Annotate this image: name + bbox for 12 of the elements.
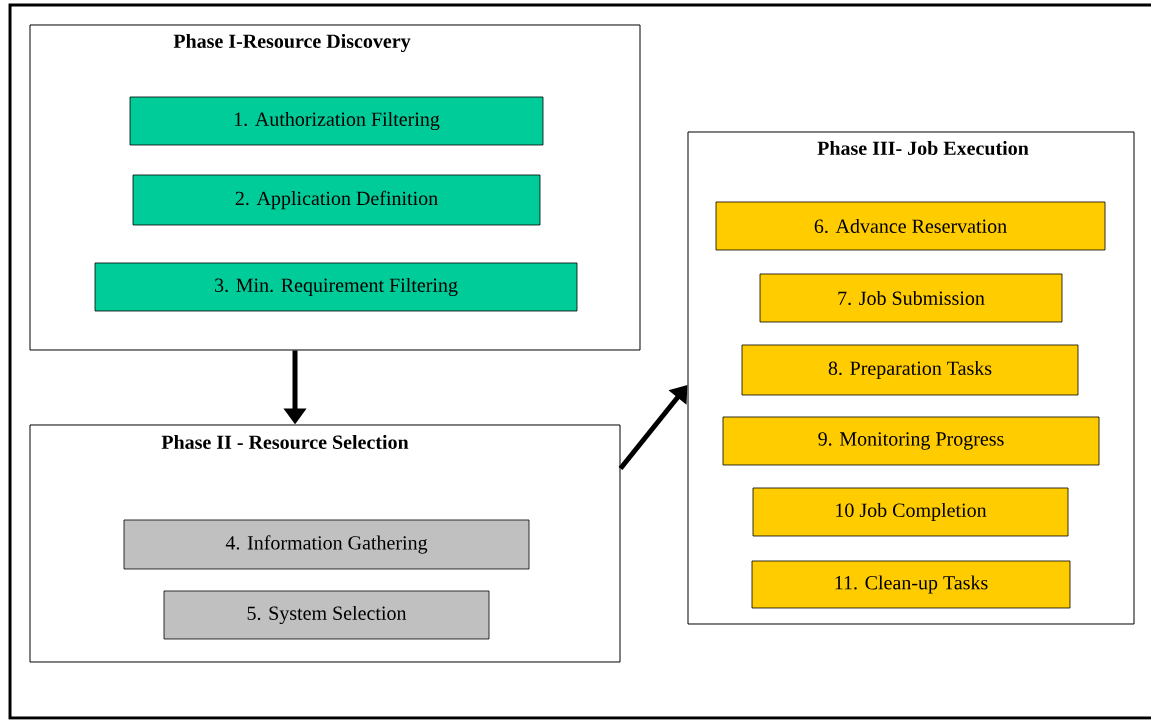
- step-box: 3. Min. Requirement Filtering: [94, 262, 578, 312]
- step-box: 5. System Selection: [163, 590, 490, 640]
- step-box: 11. Clean-up Tasks: [751, 560, 1071, 609]
- step-box: 10 Job Completion: [752, 487, 1069, 537]
- step-box: 4. Information Gathering: [123, 519, 530, 570]
- arrow: [618, 385, 688, 471]
- step-box: 7. Job Submission: [759, 273, 1063, 323]
- step-box: 2. Application Definition: [132, 174, 541, 226]
- step-box: 8. Preparation Tasks: [741, 344, 1079, 396]
- step-box: 6. Advance Reservation: [715, 201, 1106, 251]
- step-box: 9. Monitoring Progress: [722, 416, 1100, 466]
- step-box: 1. Authorization Filtering: [129, 96, 544, 146]
